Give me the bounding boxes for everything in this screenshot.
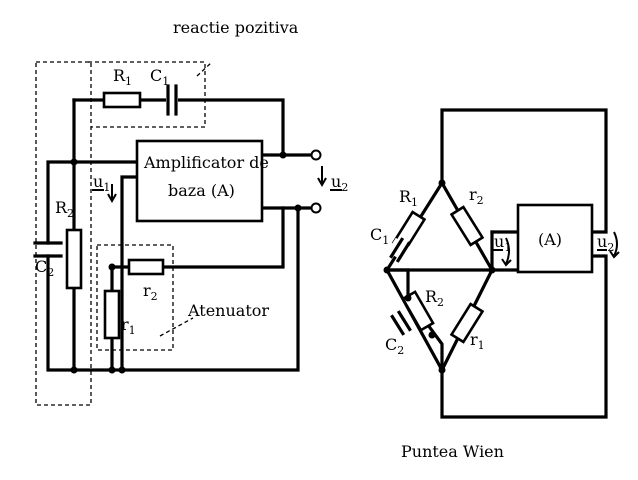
u1-arrow [107,184,117,204]
bridge-u1-arrow [501,237,512,267]
left-junction-dots [70,151,302,374]
attenuator-dashed-box [96,244,174,351]
bridge-r2-resistor [449,205,485,247]
feedback-pointer-line [196,61,213,77]
amplifier-label-line2: baza (A) [168,181,235,200]
bridge-label-c1: C1 [370,225,389,247]
c2-capacitor [33,241,63,258]
bridge-u2-arrow [609,231,620,259]
left-capacitor-loop [46,160,139,372]
attenuator-label: Atenuator [187,301,269,320]
r1-resistor [102,91,142,109]
amplifier-block [135,139,264,223]
bridge-label-c2: C2 [385,335,404,357]
label-u1: u1 [93,172,110,194]
u1-input-wire [120,175,139,372]
label-u2: u2 [331,172,348,194]
label-r2-atten: r2 [143,281,158,303]
bridge-c2-capacitor [388,310,414,336]
c1-capacitor [166,84,178,116]
bridge-label-R2: R2 [425,287,444,309]
label-c2: C2 [35,257,54,279]
left-oscillator-circuit: reactie pozitiva Atenuator Amplificator … [33,18,348,406]
feedback-label: reactie pozitiva [173,18,299,37]
bridge-amplifier-block [516,203,594,274]
feedback-top-wire [72,98,318,157]
output-terminal-bottom [310,202,322,214]
attenuator-pointer-line [159,317,194,337]
bridge-label-r1-lower: r1 [470,330,485,352]
output-terminal-top [310,149,322,161]
feedback-dashed-box-left [35,61,92,406]
u2-arrow [317,166,327,188]
r2-resistor [65,228,83,290]
bridge-label-r2: r2 [469,185,484,207]
bridge-c1-capacitor [387,237,413,263]
bridge-bottom-wire [440,254,608,419]
r2-attenuator-resistor [127,258,165,276]
r1-attenuator-resistor [103,289,121,340]
feedback-dashed-box-top [88,61,206,128]
wien-bridge-circuit: (A) R1 r2 C1 R2 C2 r1 u1 u2 Puntea [370,108,620,461]
label-r1-atten: r1 [121,315,136,337]
bridge-label-r1: R1 [399,187,418,209]
bridge-label-u1: u1 [494,232,511,254]
label-r1: R1 [113,66,132,88]
bridge-r1-lower-resistor [449,302,485,344]
bridge-amplifier-label: (A) [538,230,562,249]
bridge-title: Puntea Wien [401,442,504,461]
bridge-label-u2: u2 [597,232,614,254]
label-r2: R2 [55,198,74,220]
bridge-top-wire [440,108,608,234]
bridge-junction-dots [383,179,496,374]
label-c1: C1 [150,66,169,88]
amplifier-label-line1: Amplificator de [143,153,269,172]
